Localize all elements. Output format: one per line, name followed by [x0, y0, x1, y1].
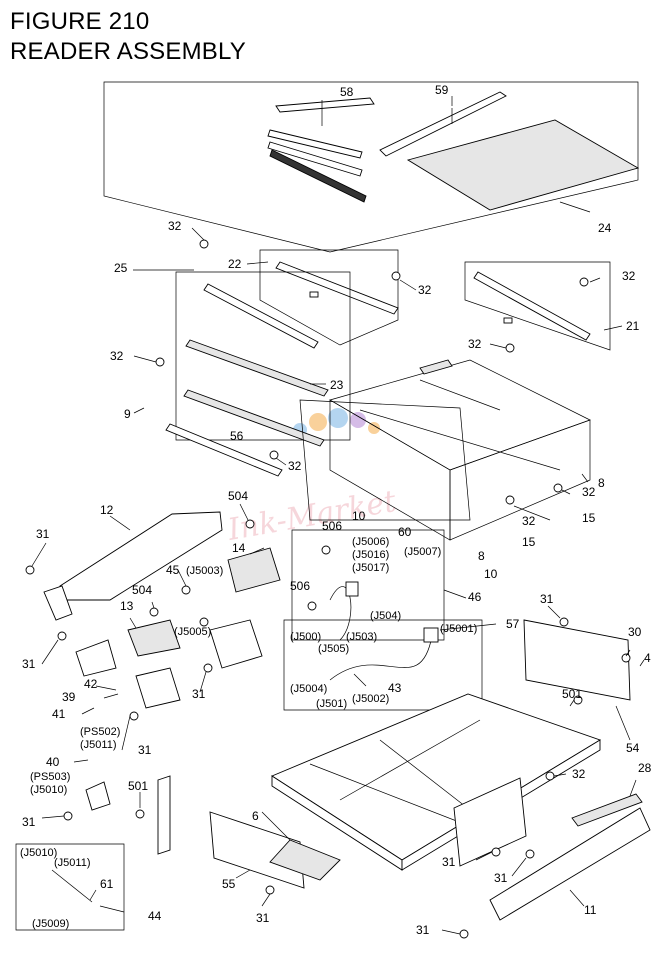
callout-31: 31 [494, 871, 508, 885]
callout-31: 31 [442, 855, 456, 869]
callout-10: 10 [352, 509, 366, 523]
left-assemblies [15, 511, 281, 931]
callout-12: 12 [100, 503, 114, 517]
callout-32: 32 [582, 485, 596, 499]
callout-13: 13 [120, 599, 134, 613]
connector-j5017: (J5017) [352, 562, 389, 574]
callout-23: 23 [330, 378, 344, 392]
callout-58: 58 [340, 85, 354, 99]
callout-32: 32 [522, 514, 536, 528]
callout-31: 31 [22, 815, 36, 829]
reader-frame [299, 359, 591, 541]
leader-lines [31, 96, 645, 935]
callout-45: 45 [166, 563, 180, 577]
connector-j5007: (J5007) [404, 546, 441, 558]
callout-21: 21 [626, 319, 640, 333]
connector-j5006: (J5006) [352, 536, 389, 548]
callout-31: 31 [192, 687, 206, 701]
callout-32: 32 [572, 767, 586, 781]
callout-11: 11 [584, 903, 597, 917]
callout-59: 59 [435, 83, 449, 97]
callout-8: 8 [598, 476, 605, 490]
callout-32: 32 [468, 337, 482, 351]
callout-labels: 58 59 24 32 25 22 32 32 21 32 32 23 9 56… [22, 83, 652, 937]
callout-43: 43 [388, 681, 402, 695]
callout-506: 506 [322, 519, 342, 533]
connector-j500: (J500) [290, 631, 321, 643]
connector-j5001: (J5001) [440, 623, 477, 635]
callout-32: 32 [168, 219, 182, 233]
connector-labels: (J5003) (J5005) (J5006) (J5016) (J5017) … [20, 536, 477, 930]
callout-31: 31 [540, 592, 554, 606]
connector-j501: (J501) [316, 698, 347, 710]
callout-22: 22 [228, 257, 242, 271]
callout-31: 31 [416, 923, 430, 937]
callout-56: 56 [230, 429, 244, 443]
connector-j504: (J504) [370, 610, 401, 622]
figure-number: FIGURE 210 [10, 8, 150, 35]
callout-57: 57 [506, 617, 520, 631]
callout-60: 60 [398, 525, 412, 539]
callout-8: 8 [478, 549, 485, 563]
callout-39: 39 [62, 690, 76, 704]
callout-4: 4 [644, 651, 651, 665]
glass-group [103, 81, 640, 253]
connector-j5009: (J5009) [32, 918, 69, 930]
connector-j5016: (J5016) [352, 549, 389, 561]
callout-31: 31 [256, 911, 270, 925]
callout-15: 15 [582, 511, 596, 525]
callout-41: 41 [52, 707, 66, 721]
connector-ps503: (PS503) [30, 771, 70, 783]
connector-j5010: (J5010) [30, 784, 67, 796]
harness-groups [283, 529, 483, 711]
callout-32: 32 [622, 269, 636, 283]
callout-31: 31 [22, 657, 36, 671]
callout-501: 501 [562, 687, 582, 701]
connector-j5003: (J5003) [186, 565, 223, 577]
callout-6: 6 [252, 809, 259, 823]
callout-40: 40 [46, 755, 60, 769]
callout-30: 30 [628, 625, 642, 639]
callout-15: 15 [522, 535, 536, 549]
callout-506: 506 [290, 579, 310, 593]
connector-j503: (J503) [346, 631, 377, 643]
callout-501: 501 [128, 779, 148, 793]
figure-title: READER ASSEMBLY [10, 38, 246, 65]
connector-j505: (J505) [318, 643, 349, 655]
connector-ps502: (PS502) [80, 726, 120, 738]
callout-61: 61 [100, 877, 114, 891]
callout-42: 42 [84, 677, 98, 691]
screws [25, 239, 631, 939]
callout-32: 32 [418, 283, 432, 297]
callout-10: 10 [484, 567, 498, 581]
connector-j5005: (J5005) [174, 626, 211, 638]
base-group [157, 619, 651, 921]
callout-32: 32 [110, 349, 124, 363]
callout-31: 31 [36, 527, 50, 541]
callout-44: 44 [148, 909, 162, 923]
callout-31: 31 [138, 743, 152, 757]
callout-9: 9 [124, 407, 131, 421]
connector-j5002: (J5002) [352, 693, 389, 705]
callout-504: 504 [228, 489, 248, 503]
callout-32: 32 [288, 459, 302, 473]
callout-28: 28 [638, 761, 652, 775]
rail-group [165, 249, 611, 477]
connector-j5011: (J5011) [54, 857, 90, 869]
callout-14: 14 [232, 541, 246, 555]
callout-54: 54 [626, 741, 640, 755]
connector-j5010: (J5010) [20, 847, 57, 859]
connector-j5004: (J5004) [290, 683, 327, 695]
callout-46: 46 [468, 590, 482, 604]
callout-24: 24 [598, 221, 612, 235]
callout-504: 504 [132, 583, 152, 597]
callout-55: 55 [222, 877, 236, 891]
connector-j5011: (J5011) [80, 739, 116, 751]
callout-25: 25 [114, 261, 128, 275]
